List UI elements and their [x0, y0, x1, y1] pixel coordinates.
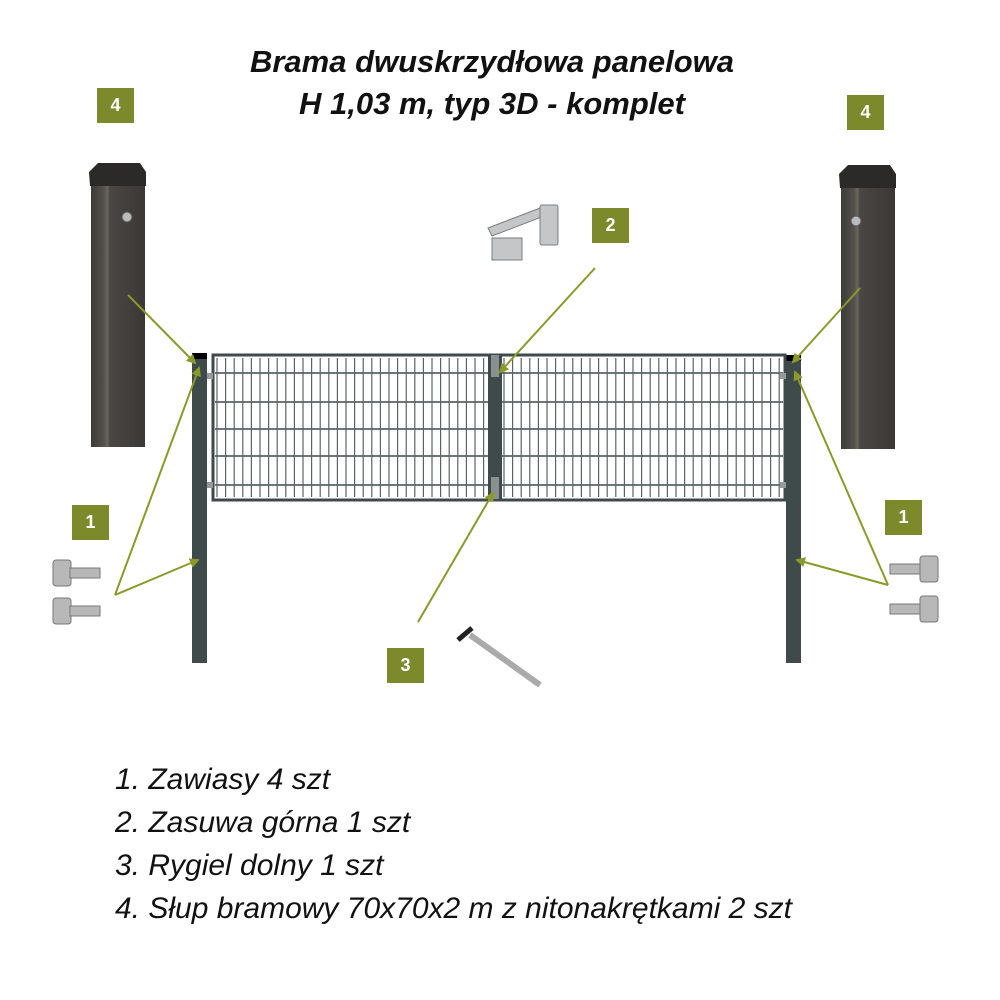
callout-arrows [114, 267, 889, 623]
title-line-2: H 1,03 m, typ 3D - komplet [299, 86, 685, 121]
hinge-icons-right [889, 555, 939, 623]
bottom-bolt-icon [456, 626, 542, 688]
parts-list-item: 2. Zasuwa górna 1 szt [115, 806, 411, 839]
badge-hinge-right: 1 [885, 500, 922, 535]
hinge-icons-left [52, 559, 101, 625]
badge-post-right: 4 [847, 95, 884, 130]
gate-leaves [207, 353, 787, 502]
parts-list: 1. Zawiasy 4 szt 2. Zasuwa górna 1 szt 3… [115, 758, 792, 930]
top-latch-icon [487, 204, 559, 261]
badge-top-latch: 2 [592, 208, 629, 243]
badge-bottom-bolt: 3 [387, 648, 424, 683]
parts-list-item: 1. Zawiasy 4 szt [115, 763, 331, 796]
badge-hinge-left: 1 [72, 505, 109, 540]
gate-post-left [192, 355, 207, 663]
parts-list-item: 4. Słup bramowy 70x70x2 m z nitonakrętka… [115, 892, 792, 925]
parts-list-item: 3. Rygiel dolny 1 szt [115, 849, 384, 882]
post-left-image [89, 163, 146, 447]
gate-post-right [786, 357, 801, 663]
badge-post-left: 4 [97, 88, 134, 123]
title-line-1: Brama dwuskrzydłowa panelowa [249, 44, 735, 79]
post-right-image [839, 165, 896, 449]
